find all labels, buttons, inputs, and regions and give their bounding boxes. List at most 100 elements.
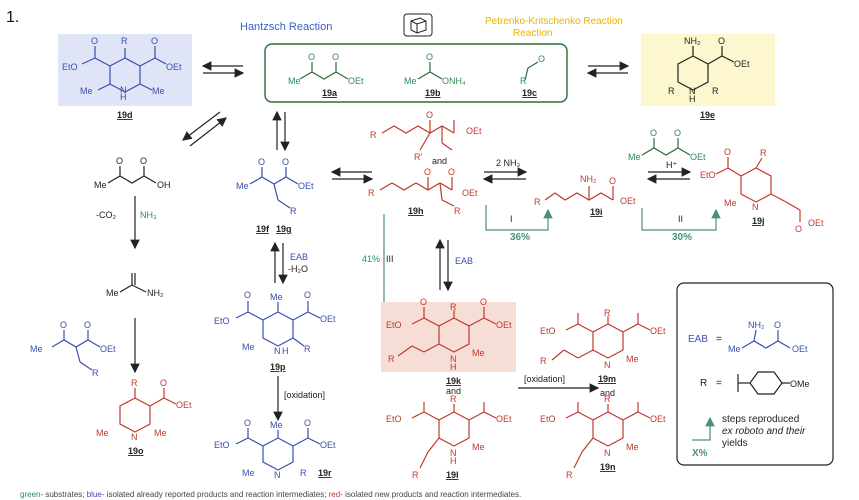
svg-text:O: O bbox=[91, 36, 98, 46]
svg-text:O: O bbox=[426, 52, 433, 62]
svg-text:N: N bbox=[274, 346, 281, 356]
molecule-19c: R O bbox=[520, 54, 545, 86]
svg-text:OMe: OMe bbox=[790, 379, 810, 389]
legend-r: R bbox=[700, 378, 707, 389]
svg-text:O: O bbox=[426, 110, 433, 120]
svg-text:Me: Me bbox=[242, 342, 255, 352]
label-19r: 19r bbox=[318, 468, 332, 478]
svg-text:O: O bbox=[420, 297, 427, 307]
step-i-arrow bbox=[485, 205, 553, 231]
diagonal-equilibrium bbox=[182, 111, 227, 147]
hantzsch-header: Hantzsch Reaction bbox=[240, 21, 332, 33]
svg-text:Me: Me bbox=[94, 180, 107, 190]
svg-text:Me: Me bbox=[472, 348, 485, 358]
svg-text:Me: Me bbox=[288, 76, 301, 86]
svg-text:O: O bbox=[282, 157, 289, 167]
legend-x-percent: X% bbox=[692, 448, 708, 459]
substrates-box bbox=[264, 43, 568, 103]
molecule-19j: R O EtO Me N O OEt bbox=[700, 147, 824, 234]
svg-text:Me: Me bbox=[728, 344, 741, 354]
svg-text:NH₂: NH₂ bbox=[748, 320, 765, 330]
h-plus-label: H⁺ bbox=[666, 160, 677, 170]
svg-text:O: O bbox=[304, 418, 311, 428]
eab-label-1: EAB bbox=[290, 252, 308, 262]
svg-text:OEt: OEt bbox=[100, 344, 116, 354]
svg-text:H: H bbox=[450, 456, 457, 466]
molecule-19n: R EtO OEt Me N R bbox=[540, 394, 666, 480]
svg-text:OEt: OEt bbox=[466, 126, 482, 136]
molecule-19d: R O O EtO OEt Me Me H N bbox=[62, 36, 182, 102]
svg-text:O: O bbox=[650, 128, 657, 138]
label-19l: 19l bbox=[446, 470, 459, 480]
svg-text:R: R bbox=[131, 378, 138, 388]
h2o-label: -H₂O bbox=[288, 264, 308, 274]
label-19n: 19n bbox=[600, 462, 616, 472]
svg-text:O: O bbox=[60, 320, 67, 330]
svg-text:OEt: OEt bbox=[496, 414, 512, 424]
svg-text:EtO: EtO bbox=[540, 326, 556, 336]
svg-text:Me: Me bbox=[96, 428, 109, 438]
svg-text:N: N bbox=[604, 448, 611, 458]
vertical-equilibrium-19h-19k bbox=[435, 238, 453, 292]
svg-text:O: O bbox=[151, 36, 158, 46]
svg-text:O: O bbox=[244, 290, 251, 300]
molecule-19e: NH₂ O OEt R R N H bbox=[668, 36, 750, 104]
svg-text:H: H bbox=[689, 94, 696, 104]
svg-text:OEt: OEt bbox=[348, 76, 364, 86]
svg-text:N: N bbox=[752, 202, 759, 212]
svg-text:O: O bbox=[795, 224, 802, 234]
label-19m: 19m bbox=[598, 374, 616, 384]
label-19k: 19k bbox=[446, 376, 462, 386]
svg-text:O: O bbox=[480, 297, 487, 307]
svg-text:Me: Me bbox=[628, 152, 641, 162]
step-i-label: I bbox=[510, 214, 513, 224]
svg-text:N: N bbox=[450, 448, 457, 458]
svg-text:NH₂: NH₂ bbox=[684, 36, 701, 46]
svg-text:R: R bbox=[412, 470, 419, 480]
and-label-1: and bbox=[432, 156, 447, 166]
label-19d: 19d bbox=[117, 110, 133, 120]
svg-text:Me: Me bbox=[106, 288, 119, 298]
step-iii-label: III bbox=[386, 254, 394, 264]
molecule-19l: R EtO OEt Me N H R bbox=[386, 394, 512, 480]
svg-text:R: R bbox=[121, 36, 128, 46]
svg-text:O: O bbox=[140, 156, 147, 166]
svg-text:R: R bbox=[712, 86, 719, 96]
molecule-19f-19g: Me OEt O O R bbox=[236, 157, 314, 216]
svg-text:Me: Me bbox=[152, 86, 165, 96]
svg-text:R: R bbox=[760, 148, 767, 158]
svg-text:O: O bbox=[160, 378, 167, 388]
svg-text:EtO: EtO bbox=[386, 414, 402, 424]
svg-text:Me: Me bbox=[30, 344, 43, 354]
svg-text:OEt: OEt bbox=[320, 314, 336, 324]
svg-text:NH₂: NH₂ bbox=[580, 174, 597, 184]
and-label-3: and bbox=[600, 388, 615, 398]
step-ii-yield: 30% bbox=[672, 232, 692, 243]
svg-text:Me: Me bbox=[270, 420, 283, 430]
svg-text:EtO: EtO bbox=[386, 320, 402, 330]
svg-text:Me: Me bbox=[626, 354, 639, 364]
equilibrium-arrow-2 bbox=[586, 61, 630, 78]
label-19b: 19b bbox=[425, 88, 441, 98]
footer-legend: green- substrates; blue- isolated alread… bbox=[20, 490, 521, 499]
molecule-19m: R EtO OEt R Me N bbox=[540, 308, 666, 370]
svg-text:Me: Me bbox=[270, 292, 283, 302]
svg-text:O: O bbox=[674, 128, 681, 138]
label-19f: 19f bbox=[256, 224, 270, 234]
svg-text:EtO: EtO bbox=[540, 414, 556, 424]
molecule-19r: Me O O EtO OEt Me R N bbox=[214, 418, 336, 480]
svg-text:N: N bbox=[689, 86, 696, 96]
molecule-acetoacetic-acid: Me OH O O bbox=[94, 156, 171, 190]
label-19o: 19o bbox=[128, 446, 144, 456]
svg-text:O: O bbox=[774, 320, 781, 330]
svg-text:O: O bbox=[332, 52, 339, 62]
svg-text:R: R bbox=[304, 344, 311, 354]
svg-text:O: O bbox=[724, 147, 731, 157]
svg-text:R: R bbox=[450, 394, 457, 404]
svg-text:Me: Me bbox=[724, 198, 737, 208]
svg-text:Me: Me bbox=[626, 442, 639, 452]
svg-text:ONH₄: ONH₄ bbox=[442, 76, 466, 86]
svg-text:OEt: OEt bbox=[792, 344, 808, 354]
